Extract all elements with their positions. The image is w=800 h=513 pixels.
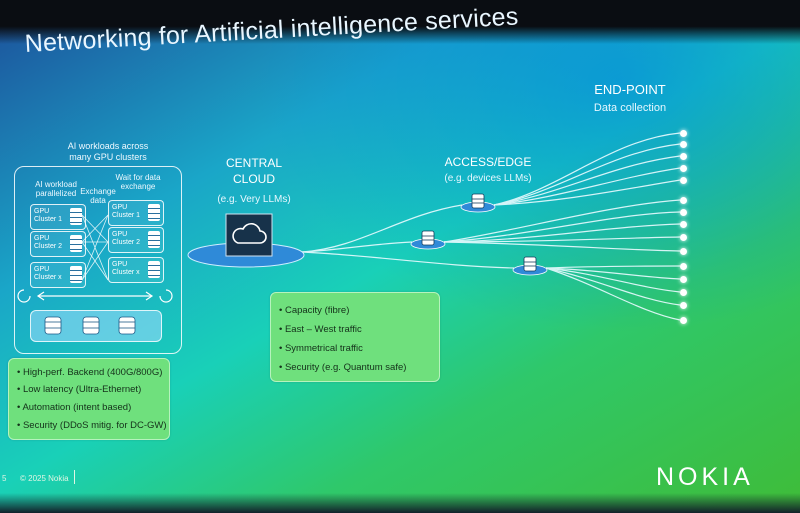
gpu-feature-3: • Automation (intent based): [17, 402, 132, 413]
cloud-feature-2: • East – West traffic: [279, 324, 362, 335]
nokia-logo: NOKIA: [656, 463, 754, 491]
cluster-label-line2: Cluster 1: [34, 216, 63, 223]
cluster-label-line1: GPU: [34, 208, 50, 215]
cloud-feature-1: • Capacity (fibre): [279, 305, 350, 316]
edge-node-3: [512, 256, 548, 276]
cluster-label-line1: GPU: [112, 261, 128, 268]
endpoint-dot: [680, 276, 687, 283]
endpoint-dot: [680, 234, 687, 241]
access-edge-title: ACCESS/EDGE: [444, 155, 532, 169]
edge-node-1: [460, 193, 496, 213]
central-cloud-title-2: CLOUD: [232, 172, 275, 186]
end-point-subtitle: Data collection: [593, 102, 667, 114]
endpoint-dot: [680, 221, 687, 228]
cluster-label-line2: Cluster 2: [34, 243, 63, 250]
col-label-wait-1: Wait for data: [115, 173, 161, 182]
endpoint-dot: [680, 302, 687, 309]
cluster-label-line2: Cluster 2: [112, 239, 141, 246]
cluster-label-line2: Cluster x: [34, 274, 62, 281]
gpu-section-heading-2: many GPU clusters: [69, 152, 147, 162]
database-icon: [118, 316, 136, 335]
gpu-feature-4: • Security (DDoS mitig. for DC-GW): [17, 420, 167, 431]
endpoint-dot: [680, 153, 687, 160]
endpoint-dot: [680, 177, 687, 184]
page-number: 5: [2, 474, 7, 483]
central-cloud-title-1: CENTRAL: [225, 156, 282, 170]
link-cloud-edge1: [301, 204, 463, 253]
endpoint-dot: [680, 289, 687, 296]
end-point-title: END-POINT: [594, 82, 666, 97]
endpoint-dot: [680, 209, 687, 216]
cluster-label-line1: GPU: [112, 204, 128, 211]
cluster-label-line1: GPU: [112, 231, 128, 238]
gpu-section-container: [14, 166, 182, 354]
top-dark-band: [0, 0, 800, 44]
cloud-feature-3: • Symmetrical traffic: [279, 343, 363, 354]
database-icon: [148, 204, 160, 221]
endpoint-dot: [680, 130, 687, 137]
cloud-feature-4: • Security (e.g. Quantum safe): [279, 362, 407, 373]
access-edge-subtitle: (e.g. devices LLMs): [444, 173, 532, 184]
database-icon: [148, 231, 160, 248]
copyright: © 2025 Nokia: [20, 474, 69, 483]
edge-node-2: [410, 230, 446, 250]
database-icon: [148, 261, 160, 278]
database-icon: [70, 235, 82, 252]
cluster-label-line1: GPU: [34, 235, 50, 242]
endpoint-dot: [680, 197, 687, 204]
stage-shadow: [0, 493, 800, 513]
gpu-features-box: • High-perf. Backend (400G/800G) • Low l…: [8, 358, 170, 440]
sync-arrow-left: [17, 289, 31, 303]
endpoint-dot: [680, 248, 687, 255]
database-icon: [70, 266, 82, 283]
footer-divider: [74, 470, 75, 484]
database-icon: [82, 316, 100, 335]
gpu-feature-1: • High-perf. Backend (400G/800G): [17, 367, 163, 378]
cluster-label-line1: GPU: [34, 266, 50, 273]
sync-arrow-right: [159, 289, 173, 303]
database-icon: [70, 208, 82, 225]
endpoint-dot: [680, 165, 687, 172]
cluster-label-line2: Cluster x: [112, 269, 140, 276]
endpoint-dot: [680, 263, 687, 270]
cluster-label-line2: Cluster 1: [112, 212, 141, 219]
col-label-exchange-1: Exchange: [80, 187, 116, 196]
col-label-wait-2: exchange: [120, 182, 156, 191]
gpu-section-heading-1: AI workloads across: [67, 141, 149, 151]
col-label-parallelized-2: parallelized: [35, 189, 77, 198]
endpoint-dot: [680, 317, 687, 324]
link-cloud-edge2: [301, 241, 413, 253]
col-label-parallelized-1: AI workload: [35, 180, 77, 189]
gpu-feature-2: • Low latency (Ultra-Ethernet): [17, 384, 142, 395]
cloud-features-box: • Capacity (fibre) • East – West traffic…: [270, 292, 440, 382]
cloud-icon: [232, 223, 267, 244]
central-cloud-subtitle: (e.g. Very LLMs): [217, 194, 291, 205]
link-cloud-edge3: [301, 251, 515, 269]
endpoint-dot: [680, 141, 687, 148]
shared-storage: [30, 310, 162, 342]
database-icon: [44, 316, 62, 335]
col-label-exchange-2: data: [90, 196, 106, 205]
